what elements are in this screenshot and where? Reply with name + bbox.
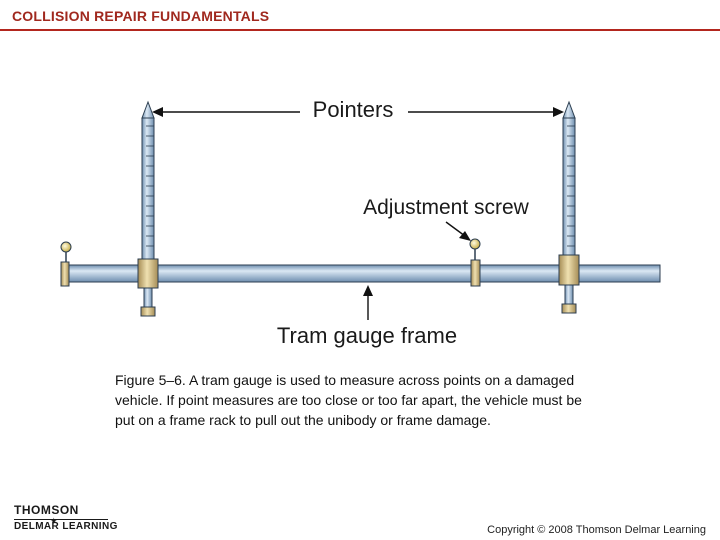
adjustment-screw-label: Adjustment screw [363, 196, 530, 219]
logo-bottom-text: DELMAR LEARNING [14, 521, 118, 532]
pointers-callout [152, 107, 564, 117]
frame-arrow [363, 285, 373, 320]
left-collar [137, 258, 159, 289]
logo-top-text: THOMSON [14, 503, 79, 517]
copyright-notice: Copyright © 2008 Thomson Delmar Learning [487, 524, 706, 536]
header-title: COLLISION REPAIR FUNDAMENTALS [12, 8, 270, 24]
pointers-label: Pointers [313, 97, 394, 122]
figure-caption: Figure 5–6. A tram gauge is used to meas… [115, 372, 582, 428]
header-rule [0, 29, 720, 31]
tram-gauge-frame-label: Tram gauge frame [277, 323, 457, 348]
thomson-delmar-logo: THOMSON ✦ DELMAR LEARNING [14, 503, 118, 532]
left-pointer [140, 100, 156, 317]
left-end-knob [60, 241, 72, 287]
right-pointer [561, 100, 577, 314]
star-icon: ✦ [50, 516, 58, 526]
adjustment-screw-arrow [445, 221, 471, 241]
adjustment-screw [469, 238, 481, 287]
right-collar [558, 254, 580, 286]
logo-divider [14, 519, 108, 520]
